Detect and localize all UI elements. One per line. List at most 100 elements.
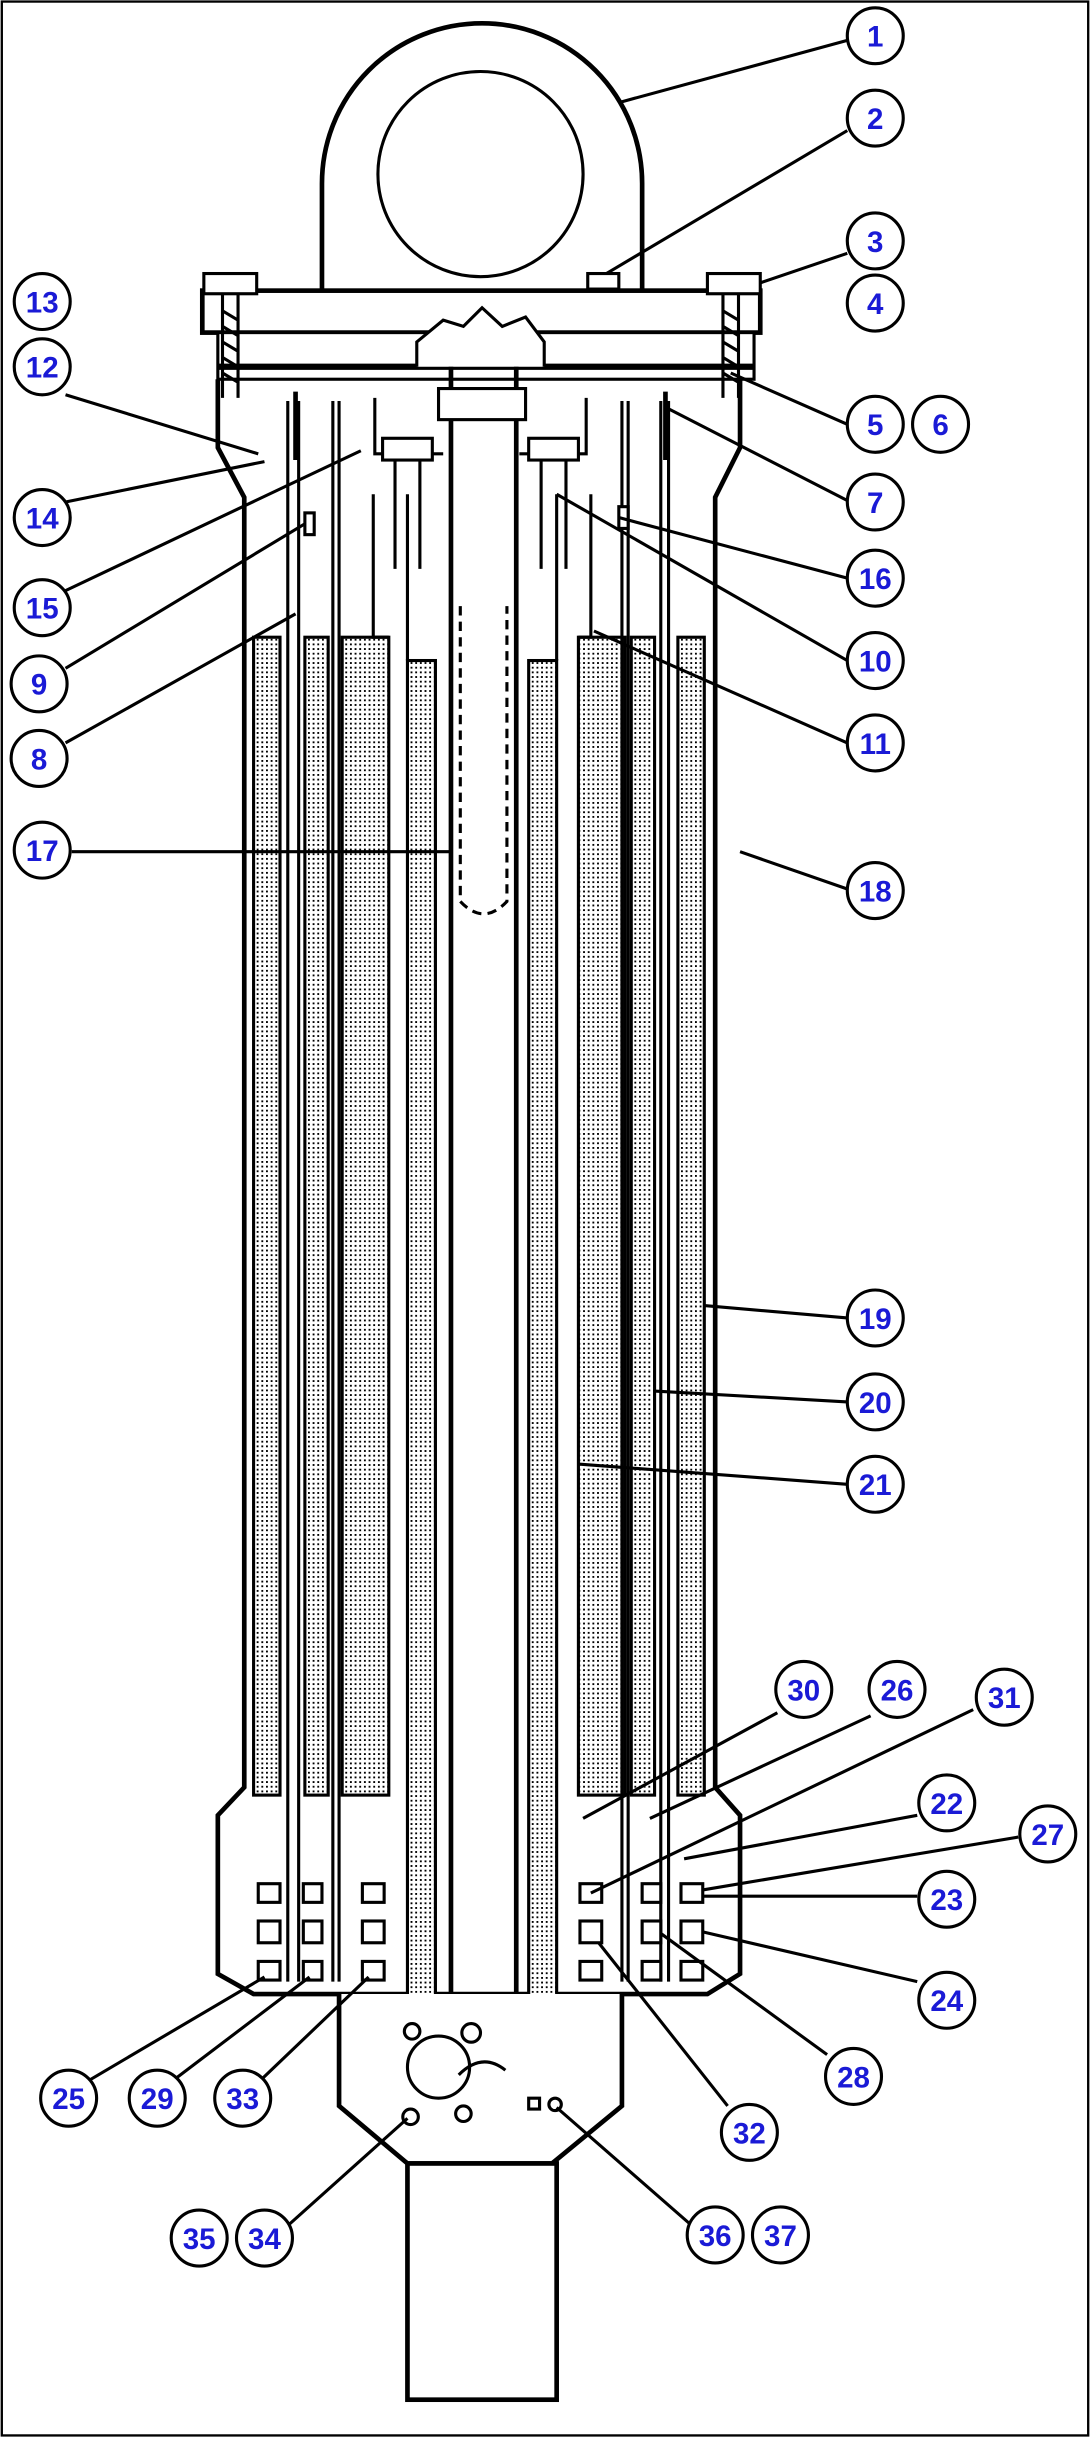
callout-circle xyxy=(1018,1804,1078,1864)
callout-number: 35 xyxy=(183,2223,216,2256)
callout-circle xyxy=(750,2205,810,2265)
callout-circle xyxy=(39,2068,99,2128)
callout-number: 31 xyxy=(988,1682,1021,1715)
callout-11: 11 xyxy=(845,713,905,773)
cap-screw xyxy=(381,436,580,569)
callout-number: 23 xyxy=(930,1884,963,1917)
callout-circle xyxy=(845,1372,905,1432)
callout-1: 1 xyxy=(845,6,905,66)
grease-fitting xyxy=(586,271,621,291)
callout-2: 2 xyxy=(845,88,905,148)
callout-number: 15 xyxy=(26,593,59,626)
callout-number: 17 xyxy=(26,835,59,868)
callout-32: 32 xyxy=(719,2102,779,2162)
callout-21: 21 xyxy=(845,1454,905,1514)
callout-circle xyxy=(845,548,905,608)
callout-12: 12 xyxy=(12,337,72,397)
callout-circle xyxy=(845,273,905,333)
callout-number: 21 xyxy=(859,1469,892,1502)
callout-number: 28 xyxy=(837,2061,870,2094)
callout-3: 3 xyxy=(845,211,905,271)
callout-circle xyxy=(685,2205,745,2265)
callout-4: 4 xyxy=(845,273,905,333)
callout-circle xyxy=(974,1667,1034,1727)
callout-circle xyxy=(12,578,72,638)
callout-number: 18 xyxy=(859,875,892,908)
callout-35: 35 xyxy=(169,2208,229,2268)
callout-22: 22 xyxy=(917,1773,977,1833)
callout-16: 16 xyxy=(845,548,905,608)
callout-circle xyxy=(911,394,971,454)
callout-circle xyxy=(845,394,905,454)
head xyxy=(199,288,763,381)
callout-6: 6 xyxy=(911,394,971,454)
callout-15: 15 xyxy=(12,578,72,638)
callout-30: 30 xyxy=(774,1659,834,1719)
callout-20: 20 xyxy=(845,1372,905,1432)
callout-number: 19 xyxy=(859,1303,892,1336)
callout-number: 37 xyxy=(764,2220,797,2253)
callout-circle xyxy=(169,2208,229,2268)
callout-9: 9 xyxy=(9,654,69,714)
callout-circle xyxy=(867,1659,927,1719)
callout-37: 37 xyxy=(750,2205,810,2265)
callout-number: 3 xyxy=(867,226,883,259)
callout-circle xyxy=(9,654,69,714)
callout-5: 5 xyxy=(845,394,905,454)
callout-circle xyxy=(12,488,72,548)
callout-circle xyxy=(845,211,905,271)
callout-number: 1 xyxy=(867,21,883,54)
callout-number: 4 xyxy=(867,288,884,321)
callout-29: 29 xyxy=(127,2068,187,2128)
callout-number: 6 xyxy=(932,409,948,442)
callout-number: 29 xyxy=(141,2083,174,2116)
callout-number: 30 xyxy=(787,1674,820,1707)
leader-lines xyxy=(64,38,1019,2227)
callout-circle xyxy=(917,1773,977,1833)
callout-24: 24 xyxy=(917,1970,977,2030)
callout-number: 8 xyxy=(31,743,47,776)
callout-circle xyxy=(845,88,905,148)
callout-number: 24 xyxy=(930,1985,963,2018)
callout-23: 23 xyxy=(917,1869,977,1929)
callout-circle xyxy=(845,713,905,773)
callout-14: 14 xyxy=(12,488,72,548)
callout-number: 14 xyxy=(26,502,59,535)
callout-circle xyxy=(12,820,72,880)
callout-circle xyxy=(917,1869,977,1929)
callout-circle xyxy=(845,1454,905,1514)
callout-number: 27 xyxy=(1031,1819,1064,1852)
callout-number: 16 xyxy=(859,563,892,596)
callout-31: 31 xyxy=(974,1667,1034,1727)
callout-circle xyxy=(823,2046,884,2106)
callout-8: 8 xyxy=(9,728,69,788)
callout-number: 22 xyxy=(930,1788,963,1821)
callout-number: 32 xyxy=(733,2117,766,2150)
callout-18: 18 xyxy=(845,861,905,921)
callout-number: 2 xyxy=(867,103,883,136)
callout-circle xyxy=(9,728,69,788)
callout-circle xyxy=(719,2102,779,2162)
callout-number: 9 xyxy=(31,669,47,702)
callout-circle xyxy=(845,861,905,921)
callout-circle xyxy=(917,1970,977,2030)
callout-number: 7 xyxy=(867,487,883,520)
callout-36: 36 xyxy=(685,2205,745,2265)
callout-circle xyxy=(774,1659,834,1719)
callout-25: 25 xyxy=(39,2068,99,2128)
callout-34: 34 xyxy=(234,2208,294,2268)
callout-7: 7 xyxy=(845,472,905,532)
callout-circle xyxy=(127,2068,187,2128)
callout-number: 25 xyxy=(52,2083,85,2116)
callout-circle xyxy=(845,6,905,66)
head-bolt xyxy=(202,271,762,398)
callout-28: 28 xyxy=(823,2046,884,2106)
stage-tubes xyxy=(252,391,706,2015)
callout-number: 36 xyxy=(699,2220,732,2253)
center-tube xyxy=(436,366,528,2005)
callout-number: 11 xyxy=(860,728,891,761)
callout-17: 17 xyxy=(12,820,72,880)
